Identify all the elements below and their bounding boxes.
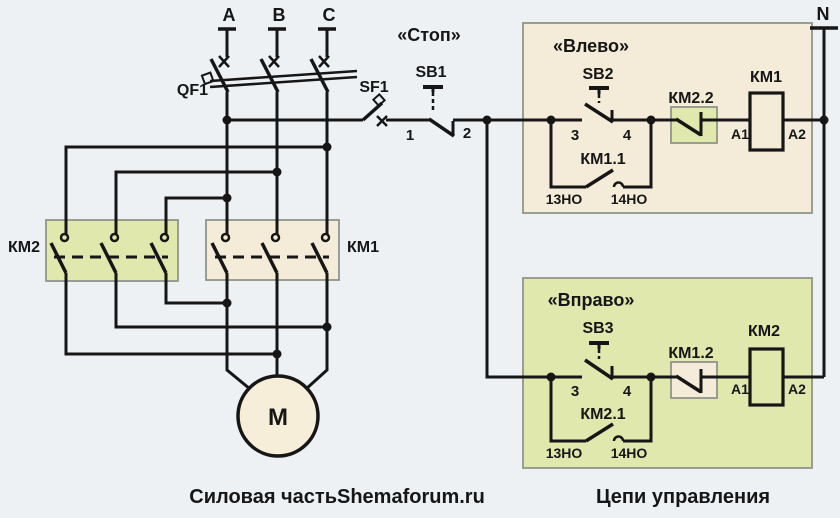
phase-label-b: B [273,5,286,25]
sb3-terminal-4: 4 [623,383,632,400]
button-sb3 [584,341,614,381]
km2-pole2-output [114,273,327,329]
interlock-km22-box [670,106,718,144]
control-box-right [522,277,813,469]
button-sb2 [584,86,614,124]
stop-button-sb1 [423,85,455,138]
neutral-line [783,26,838,379]
contactor-km2-label: КМ2 [8,239,40,256]
coil-km1-label: КМ1 [750,69,782,86]
sf1-blade-tip [371,92,387,108]
qf1-tie-bar [209,69,358,83]
aux-km21-t14: 14НО [611,445,648,461]
aux-contact-km11 [549,120,653,189]
contactor-km1-label: КМ1 [347,239,379,256]
sb3-label: SB3 [582,320,613,337]
sb2-terminal-3: 3 [571,127,579,144]
sb3-terminal-3: 3 [571,383,579,400]
sb2-terminal-4: 4 [623,127,632,144]
neutral-label: N [817,4,830,24]
control-section-caption: Цепи управления [596,486,770,508]
sb1-label: SB1 [415,64,446,81]
sb1-terminal-1: 1 [406,127,414,144]
sb2-label: SB2 [582,66,613,83]
stop-title: «Стоп» [397,25,460,45]
control-box-left [522,22,813,214]
coil-km2-a2: A2 [788,381,806,397]
phase-label-a: A [223,5,236,25]
breaker-qf1 [200,58,358,93]
coil-km2-a1: A1 [731,381,749,397]
aux-contact-km21 [549,377,653,443]
aux-km11-t14: 14НО [611,191,648,207]
interlock-km12-box [670,361,718,399]
qf1-tie-bar [209,75,358,89]
feed-b-to-km2-pole2 [114,170,277,234]
connector-x-marks [218,55,330,68]
interlock-contact-km22 [675,112,703,137]
feed-c-to-km2-pole1 [64,145,327,234]
sf1-label: SF1 [359,79,388,96]
breaker-label: QF1 [177,82,208,99]
contactor-km2-contacts [49,232,170,274]
interlock-contact-km12 [675,369,703,394]
aux-km21-t13: 13НО [546,445,583,461]
coil-km1-a2: A2 [788,126,806,142]
motor-circle [236,374,320,458]
coil-km1-a1: A1 [731,126,749,142]
qf1-handle [200,71,215,86]
motor-lead-right [304,273,329,391]
interlock-km22-label: КМ2.2 [668,90,713,107]
phase-label-c: C [323,5,336,25]
sb1-terminal-2: 2 [463,125,471,142]
qf1-blade-c [309,58,330,93]
aux-km11-t13: 13НО [546,191,583,207]
feed-a-to-km2-pole3 [164,196,227,234]
contactor-km1-contacts [210,232,331,274]
phase-input-terminals [218,27,336,68]
aux-km11-label: КМ1.1 [580,151,625,168]
km2-pole1-output [64,273,277,356]
coil-km2-label: КМ2 [748,323,780,340]
aux-km21-label: КМ2.1 [580,406,625,423]
right-branch-title: «Вправо» [548,290,635,310]
power-section-caption: Силовая часть [189,486,337,508]
switch-sf1 [361,92,388,127]
watermark: Shemaforum.ru [337,486,485,508]
qf1-blade-b [259,58,280,93]
interlock-km12-label: КМ1.2 [668,345,713,362]
km2-pole3-output [164,273,227,305]
junction-dots [222,115,829,382]
left-branch-title: «Влево» [553,36,629,56]
motor-label: M [268,404,288,431]
